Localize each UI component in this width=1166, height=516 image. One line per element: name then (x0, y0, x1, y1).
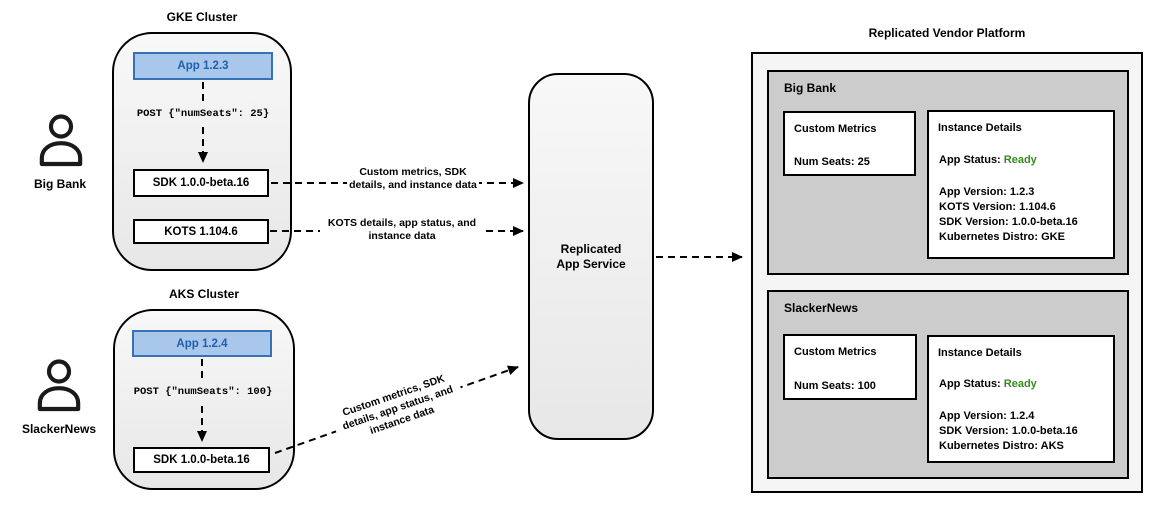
aks-app-box: App 1.2.4 (132, 330, 272, 357)
gke-cluster-title: GKE Cluster (166, 10, 238, 24)
bigbank-app-status-label: App Status: (939, 154, 1004, 166)
flow-label-kots-details: KOTS details, app status, and instance d… (320, 217, 484, 243)
bigbank-kots-version: KOTS Version: 1.104.6 (939, 201, 1056, 213)
bigbank-instance-details-card: Instance Details App Status: Ready App V… (927, 110, 1115, 259)
bigbank-user-label: Big Bank (33, 177, 86, 191)
slackernews-instance-details-card: Instance Details App Status: Ready App V… (927, 335, 1115, 463)
slackernews-section-name: SlackerNews (784, 301, 859, 315)
slackernews-custom-metrics-card: Custom Metrics Num Seats: 100 (783, 334, 917, 400)
slackernews-custom-metrics-title: Custom Metrics (794, 346, 877, 358)
slackernews-app-status: App Status: Ready (939, 378, 1037, 390)
slackernews-user-icon (37, 359, 81, 412)
replicated-app-service-box: Replicated App Service (528, 73, 654, 440)
slackernews-app-version: App Version: 1.2.4 (939, 410, 1035, 422)
aks-sdk-box: SDK 1.0.0-beta.16 (133, 447, 270, 473)
platform-section-slackernews: SlackerNews Custom Metrics Num Seats: 10… (767, 290, 1129, 479)
slackernews-sdk-version: SDK Version: 1.0.0-beta.16 (939, 425, 1078, 437)
gke-sdk-box: SDK 1.0.0-beta.16 (133, 169, 269, 197)
gke-kots-box: KOTS 1.104.6 (133, 219, 269, 244)
aks-sdk-to-service-arrow (274, 365, 519, 454)
bigbank-app-status-value: Ready (1003, 154, 1037, 166)
flow-label-sdk-metrics: Custom metrics, SDK details, and instanc… (347, 166, 479, 192)
slackernews-instance-details-title: Instance Details (938, 347, 1022, 359)
slackernews-k8s-distro: Kubernetes Distro: AKS (939, 440, 1064, 452)
slackernews-num-seats: Num Seats: 100 (794, 380, 876, 392)
replicated-app-service-label: Replicated App Service (556, 241, 626, 271)
aks-cluster-title: AKS Cluster (168, 287, 239, 301)
gke-app-box: App 1.2.3 (133, 52, 273, 80)
bigbank-detail-lines: App Version: 1.2.3 KOTS Version: 1.104.6… (939, 185, 1078, 245)
bigbank-num-seats: Num Seats: 25 (794, 156, 870, 168)
slackernews-app-status-label: App Status: (939, 378, 1004, 390)
aks-post-label: POST {"numSeats": 100} (133, 386, 273, 398)
slackernews-user-label: SlackerNews (21, 422, 97, 436)
bigbank-k8s-distro: Kubernetes Distro: GKE (939, 231, 1065, 243)
vendor-platform-title: Replicated Vendor Platform (868, 26, 1026, 40)
slackernews-app-status-value: Ready (1003, 378, 1037, 390)
slackernews-detail-lines: App Version: 1.2.4 SDK Version: 1.0.0-be… (939, 409, 1078, 454)
gke-post-label: POST {"numSeats": 25} (136, 108, 270, 120)
bigbank-app-status: App Status: Ready (939, 154, 1037, 166)
vendor-platform-panel: Big Bank Custom Metrics Num Seats: 25 In… (751, 52, 1143, 493)
bigbank-sdk-version: SDK Version: 1.0.0-beta.16 (939, 216, 1078, 228)
bigbank-instance-details-title: Instance Details (938, 122, 1022, 134)
platform-section-bigbank: Big Bank Custom Metrics Num Seats: 25 In… (767, 70, 1129, 275)
bigbank-custom-metrics-title: Custom Metrics (794, 123, 877, 135)
bigbank-custom-metrics-card: Custom Metrics Num Seats: 25 (783, 111, 916, 176)
bigbank-app-version: App Version: 1.2.3 (939, 186, 1035, 198)
bigbank-user-icon (39, 114, 83, 167)
bigbank-section-name: Big Bank (784, 81, 837, 95)
